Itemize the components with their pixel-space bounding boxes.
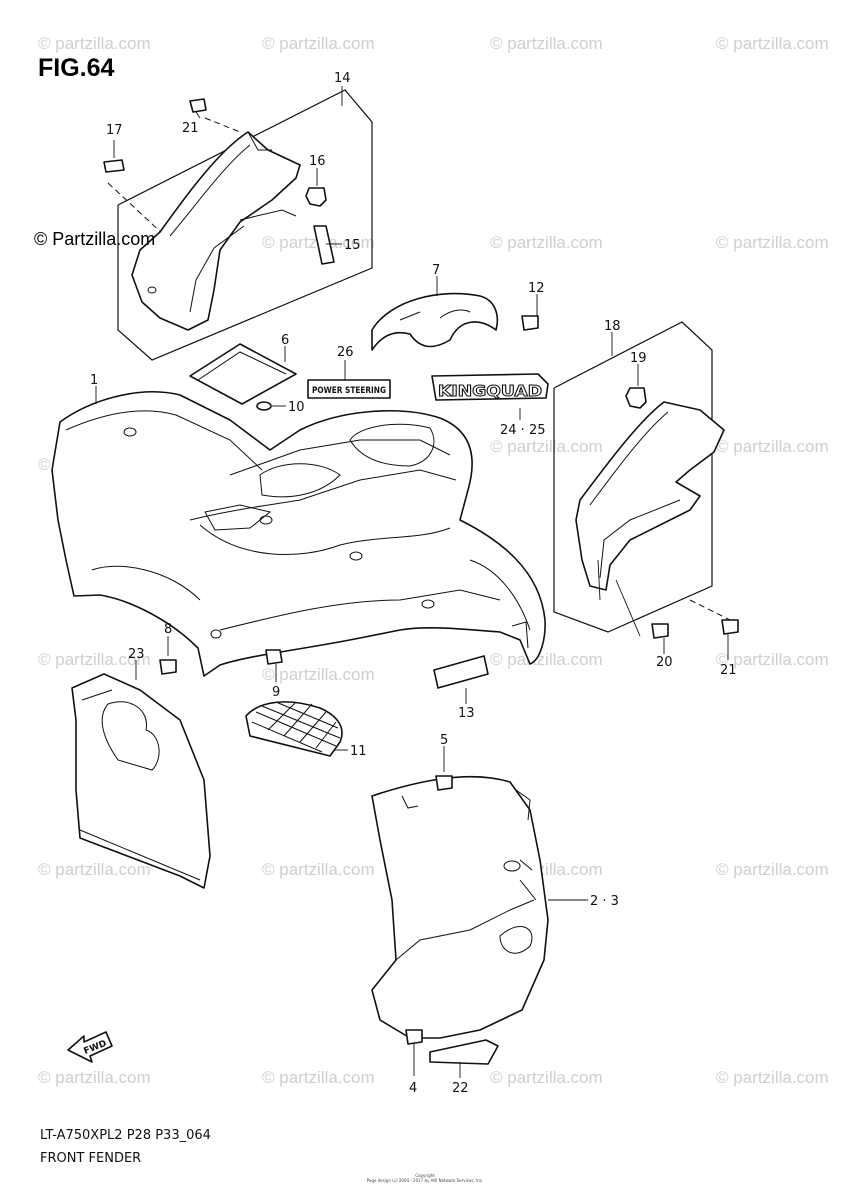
callout-26: 26	[337, 345, 354, 360]
screw-part-8	[159, 659, 177, 675]
grommet-part-16	[305, 187, 327, 207]
watermark: © partzilla.com	[262, 665, 375, 684]
callout-19: 19	[630, 351, 647, 366]
callout-22: 22	[452, 1081, 469, 1096]
watermark: © partzilla.com	[38, 860, 151, 879]
callout-6: 6	[281, 333, 289, 348]
callout-8: 8	[164, 622, 172, 637]
strip-part-15	[313, 225, 335, 265]
watermark: © partzilla.com	[716, 437, 829, 456]
front-fender-part-1	[51, 391, 546, 677]
watermark: © partzilla.com	[38, 650, 151, 669]
grille-part-11	[245, 701, 343, 757]
callout-16: 16	[309, 154, 326, 169]
watermark: © partzilla.com	[716, 650, 829, 669]
screw-part-12	[521, 315, 539, 331]
watermark: © partzilla.com	[38, 34, 151, 53]
watermark: © partzilla.com	[490, 1068, 603, 1087]
watermark: © partzilla.com	[490, 650, 603, 669]
callout-24-25: 24 · 25	[500, 423, 545, 438]
cover-part-7	[371, 292, 499, 351]
strip-part-13	[433, 655, 489, 689]
screw-part-21a	[189, 98, 207, 113]
callout-18: 18	[604, 319, 621, 334]
watermark: © partzilla.com	[490, 233, 603, 252]
callout-23: 23	[128, 647, 145, 662]
watermark: © partzilla.com	[262, 1068, 375, 1087]
callout-4: 4	[409, 1081, 417, 1096]
mud-guard-part-2-3	[371, 775, 549, 1045]
decal-power-steering-text: POWER STEERING	[312, 386, 386, 396]
callout-2-3: 2 · 3	[590, 894, 619, 909]
strip-part-22	[429, 1039, 499, 1065]
screw-part-21b	[721, 619, 739, 635]
callout-labels: 1 2 · 3 4 5 6 7 8 9 10 11 12 13 14 15 16…	[90, 71, 737, 1096]
side-cover-part-18	[575, 401, 725, 591]
page-footer: Copyright Page design (c) 2004 - 2017 by…	[360, 1173, 490, 1183]
figure-title: FIG.64	[38, 54, 115, 82]
callout-12: 12	[528, 281, 545, 296]
callout-11: 11	[350, 744, 367, 759]
figure-code: LT-A750XPL2 P28 P33_064	[40, 1128, 211, 1143]
decal-kingquad-text: KINGQUAD	[438, 382, 542, 400]
watermark: © partzilla.com	[716, 34, 829, 53]
callout-10: 10	[288, 400, 305, 415]
grommet-part-19	[625, 387, 647, 409]
screw-part-5	[435, 775, 453, 791]
figure-caption: FRONT FENDER	[40, 1151, 142, 1166]
copyright-mark: © Partzilla.com	[34, 229, 156, 249]
screw-part-4	[405, 1029, 423, 1045]
callout-14: 14	[334, 71, 351, 86]
callout-15: 15	[344, 238, 361, 253]
fwd-arrow-icon: FWD	[67, 1031, 113, 1063]
callout-21-right: 21	[720, 663, 737, 678]
screw-part-20	[651, 623, 669, 639]
callout-17: 17	[106, 123, 123, 138]
footer-line: Page design (c) 2004 - 2017 by ARI Netwo…	[366, 1178, 484, 1183]
callout-7: 7	[432, 263, 440, 278]
watermark: © partzilla.com	[716, 860, 829, 879]
callout-13: 13	[458, 706, 475, 721]
clip-part-9	[265, 649, 283, 665]
screw-part-17	[103, 159, 125, 173]
watermark: © partzilla.com	[490, 437, 603, 456]
callout-1: 1	[90, 373, 98, 388]
callout-9: 9	[272, 685, 280, 700]
grommet-part-10	[256, 401, 272, 411]
watermark: © partzilla.com	[490, 34, 603, 53]
leader-lines	[95, 86, 729, 1078]
watermark: © partzilla.com	[716, 1068, 829, 1087]
watermark: © partzilla.com	[262, 34, 375, 53]
watermark: © partzilla.com	[262, 860, 375, 879]
footer-line: Copyright	[415, 1173, 435, 1178]
callout-20: 20	[656, 655, 673, 670]
side-cover-part	[131, 131, 301, 331]
watermark: © partzilla.com	[38, 1068, 151, 1087]
decal-power-steering	[307, 379, 391, 399]
callout-21-left: 21	[182, 121, 199, 136]
inner-panel-part-23	[71, 673, 211, 889]
panel-group-18	[553, 321, 739, 639]
watermark: © partzilla.com	[716, 233, 829, 252]
pad-part-6	[189, 343, 297, 405]
callout-5: 5	[440, 733, 448, 748]
panel-group-14	[103, 89, 373, 361]
decal-kingquad	[431, 373, 549, 401]
